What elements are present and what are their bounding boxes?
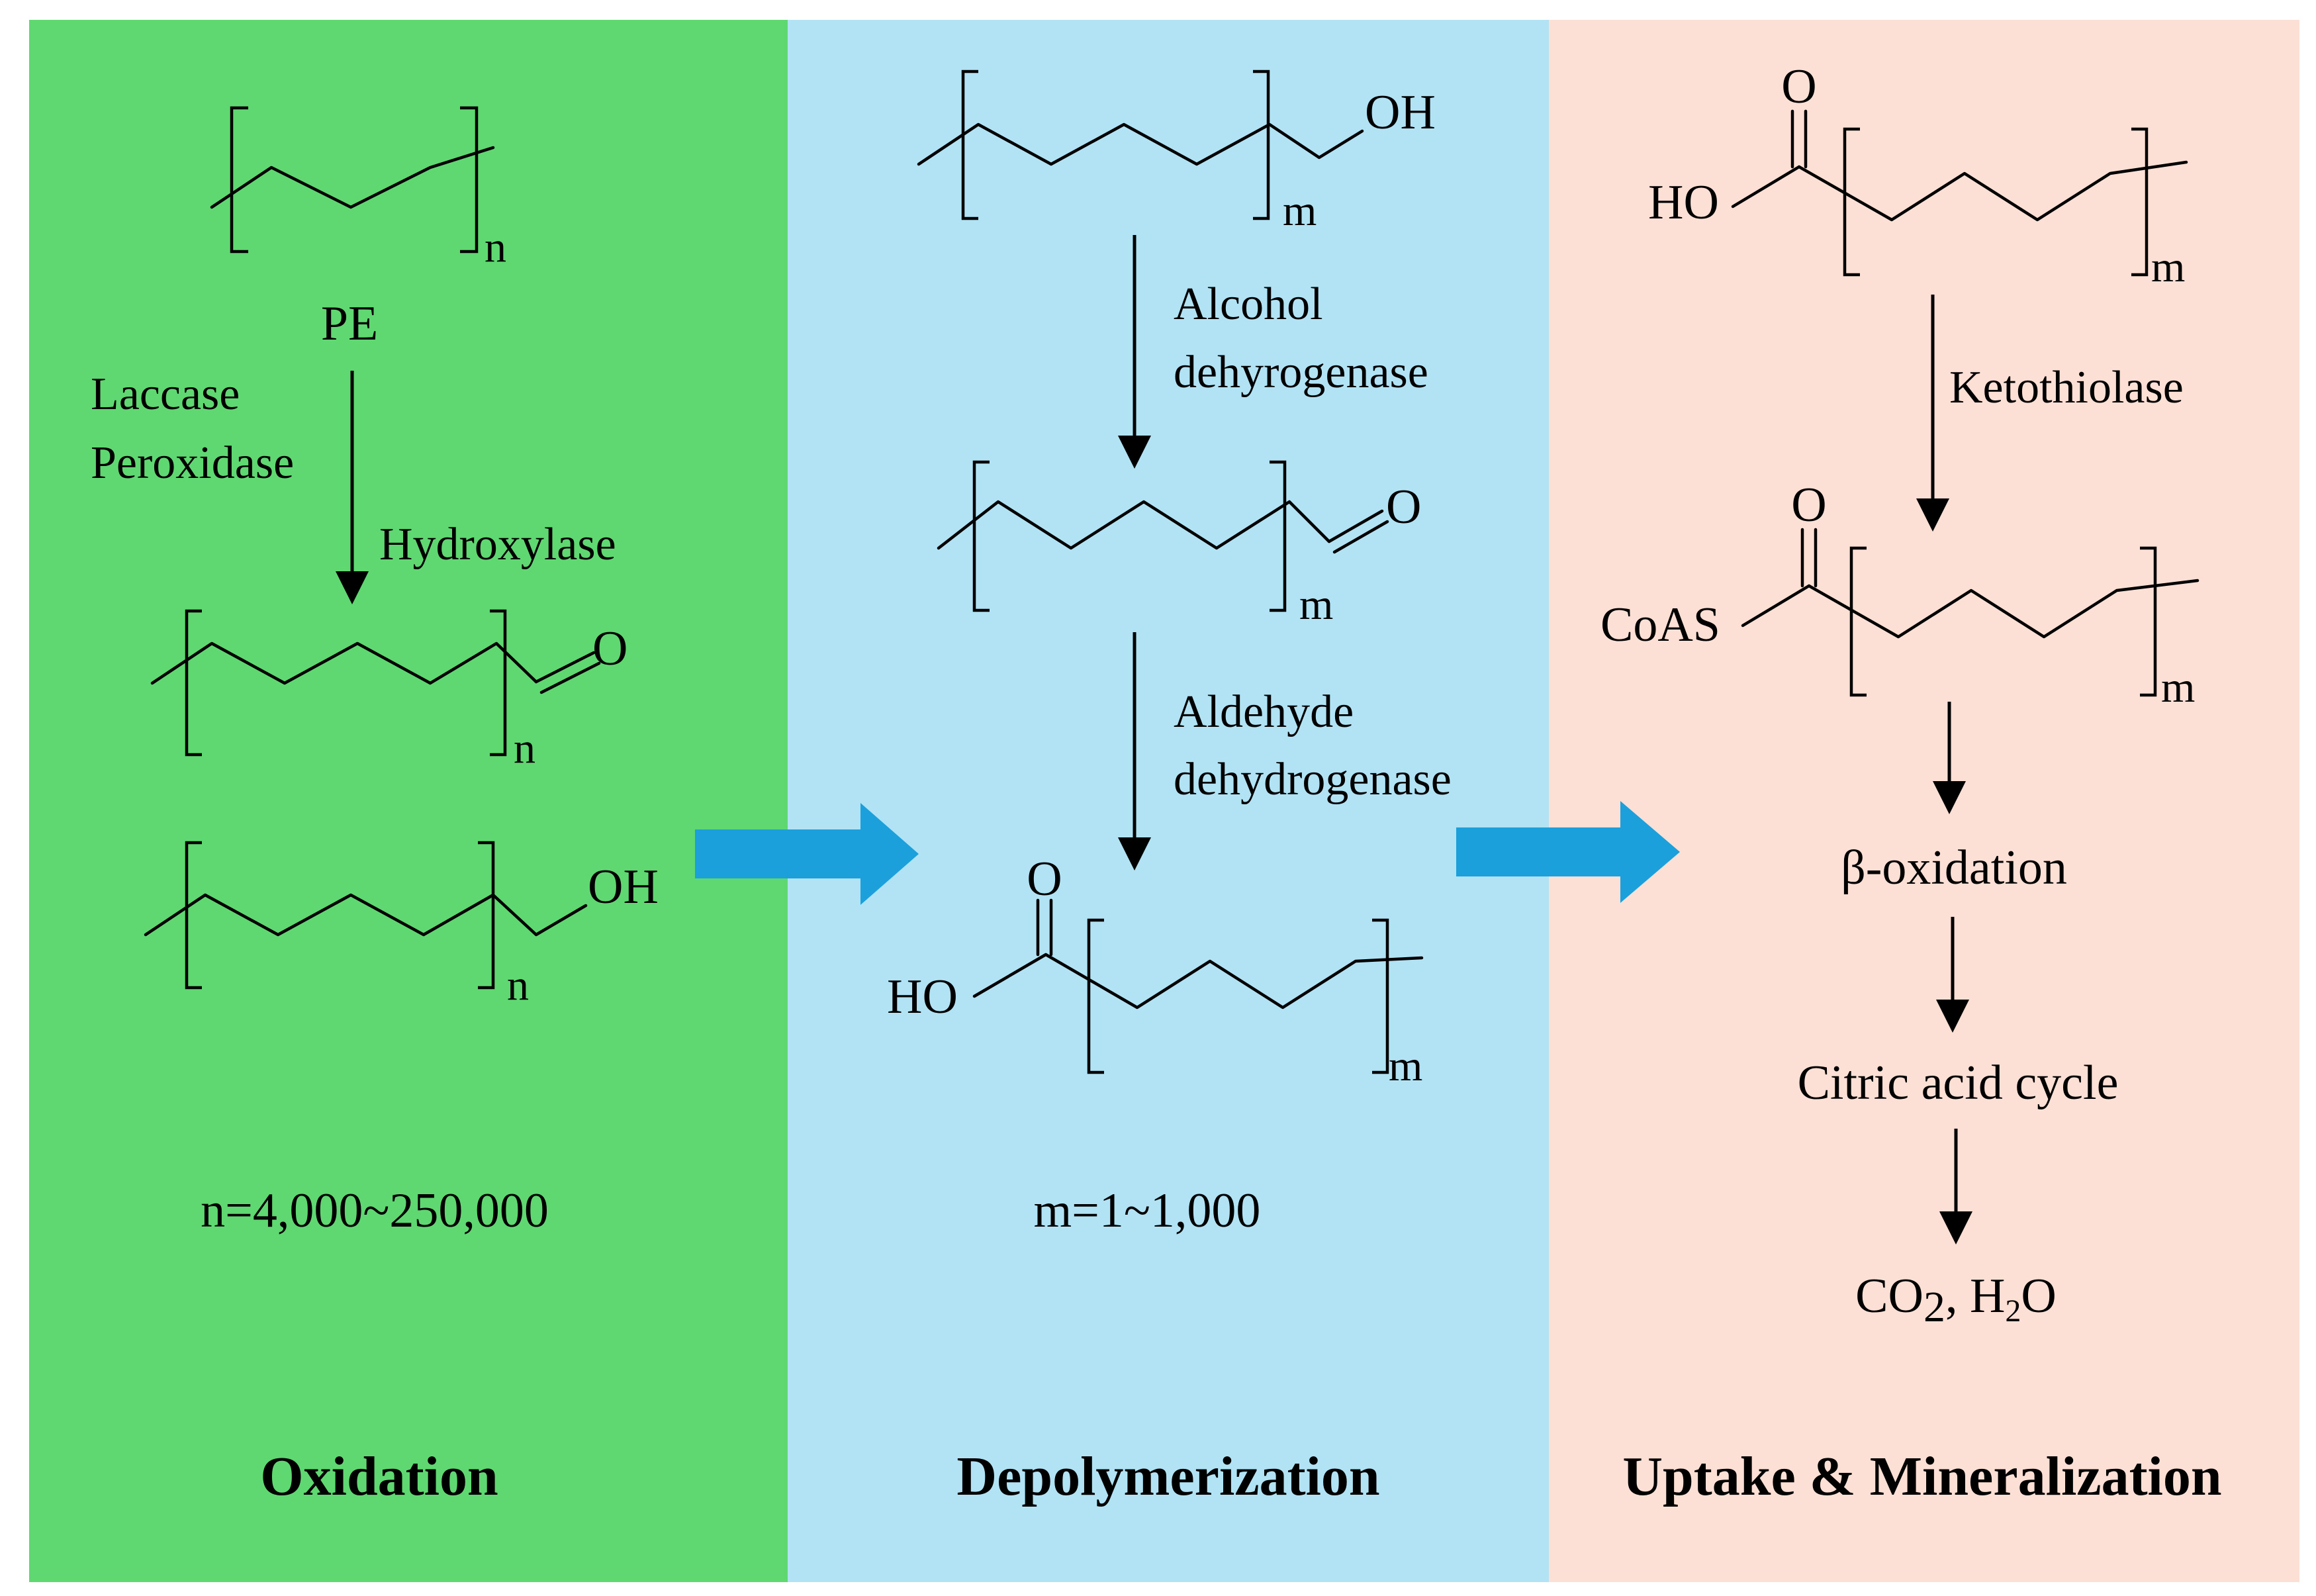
mineralization-title: Uptake & Mineralization	[1622, 1446, 2221, 1507]
aldehyde-oxygen: O	[592, 622, 627, 676]
acyl-coa-structure	[1741, 528, 2200, 697]
depoly-acid-ho: HO	[887, 970, 958, 1024]
coas-label: CoAS	[1600, 598, 1720, 652]
depoly-acid-structure	[972, 898, 1424, 1074]
pe-structure	[210, 106, 495, 254]
enzyme-laccase: Laccase	[91, 369, 240, 420]
m-range: m=1~1,000	[1034, 1184, 1261, 1238]
oxidation-title: Oxidation	[260, 1446, 498, 1507]
n-range: n=4,000~250,000	[201, 1184, 549, 1238]
depoly-aldehyde-structure	[937, 460, 1389, 612]
depoly-alcohol-structure	[917, 70, 1364, 220]
h2o-end: O	[2021, 1269, 2056, 1323]
flow-arrow-oxidation-to-depolymerization	[695, 803, 919, 905]
enzyme-ketothiolase: Ketothiolase	[1949, 362, 2184, 413]
depoly-alcohol-oh: OH	[1365, 85, 1436, 140]
depoly-aldehyde-oxygen: O	[1386, 480, 1421, 534]
alcohol-oh: OH	[588, 860, 659, 914]
mineralization-panel	[1549, 20, 2299, 1582]
h2o-text: , H	[1945, 1269, 2005, 1323]
beta-oxidation-label: β-oxidation	[1841, 841, 2067, 895]
aldehyde-subscript: n	[514, 724, 535, 773]
flow-arrow-depolymerization-to-mineralization	[1456, 801, 1680, 903]
mineral-acid-ho: HO	[1648, 175, 1719, 230]
mineral-acid-subscript: m	[2151, 243, 2185, 291]
depoly-alcohol-subscript: m	[1283, 187, 1317, 235]
acyl-coa-subscript: m	[2161, 663, 2195, 712]
co2-subscript: 2	[1923, 1283, 1945, 1331]
pe-subscript: n	[485, 223, 506, 271]
oxidation-panel	[29, 20, 788, 1582]
h2o-subscript: 2	[2005, 1293, 2021, 1329]
enzyme-alcohol: Alcohol	[1174, 279, 1323, 330]
mineral-acid-structure	[1731, 109, 2188, 277]
citric-acid-cycle-label: Citric acid cycle	[1798, 1056, 2119, 1110]
co2-text: CO	[1855, 1269, 1923, 1323]
pe-label: PE	[321, 297, 378, 351]
depoly-acid-subscript: m	[1389, 1042, 1422, 1090]
co2-h2o-products: CO2, H2O	[1855, 1269, 2057, 1331]
acyl-coa-oxygen: O	[1791, 478, 1826, 532]
depoly-aldehyde-subscript: m	[1299, 581, 1333, 629]
enzyme-aldehyde: Aldehyde	[1174, 686, 1354, 737]
enzyme-dehyrogenase: dehyrogenase	[1174, 347, 1428, 398]
oxidized-pe-alcohol	[144, 841, 588, 990]
depolymerization-title: Depolymerization	[956, 1446, 1379, 1507]
mineral-acid-oxygen: O	[1781, 60, 1816, 114]
depoly-acid-oxygen: O	[1027, 852, 1062, 906]
enzyme-peroxidase: Peroxidase	[91, 438, 294, 489]
depolymerization-panel	[788, 20, 1549, 1582]
oxidized-pe-aldehyde	[150, 609, 601, 757]
enzyme-dehydrogenase: dehydrogenase	[1174, 754, 1452, 805]
enzyme-hydroxylase: Hydroxylase	[379, 519, 616, 570]
alcohol-subscript: n	[507, 961, 529, 1009]
